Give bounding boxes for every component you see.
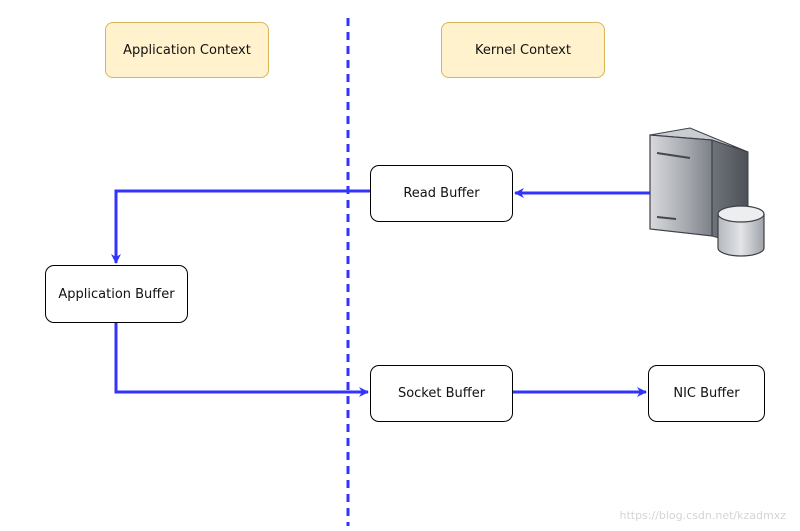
read-buffer-node: Read Buffer: [370, 165, 513, 222]
arrow-read-to-application-buffer: [111, 189, 370, 264]
application-buffer-node: Application Buffer: [45, 265, 188, 323]
socket-buffer-node: Socket Buffer: [370, 365, 513, 422]
read-buffer-label: Read Buffer: [403, 186, 480, 201]
nic-buffer-node: NIC Buffer: [648, 365, 765, 422]
socket-buffer-label: Socket Buffer: [397, 386, 486, 401]
application-context-label: Application Context: [105, 22, 269, 78]
application-buffer-label: Application Buffer: [58, 286, 175, 302]
watermark-text: https://blog.csdn.net/kzadmxz: [619, 509, 786, 522]
kernel-context-text: Kernel Context: [475, 42, 571, 58]
application-context-text: Application Context: [123, 42, 251, 58]
kernel-context-label: Kernel Context: [441, 22, 605, 78]
server-with-disk-icon: [649, 127, 765, 257]
nic-buffer-label: NIC Buffer: [673, 386, 740, 401]
arrow-application-to-socket-buffer: [114, 323, 369, 397]
